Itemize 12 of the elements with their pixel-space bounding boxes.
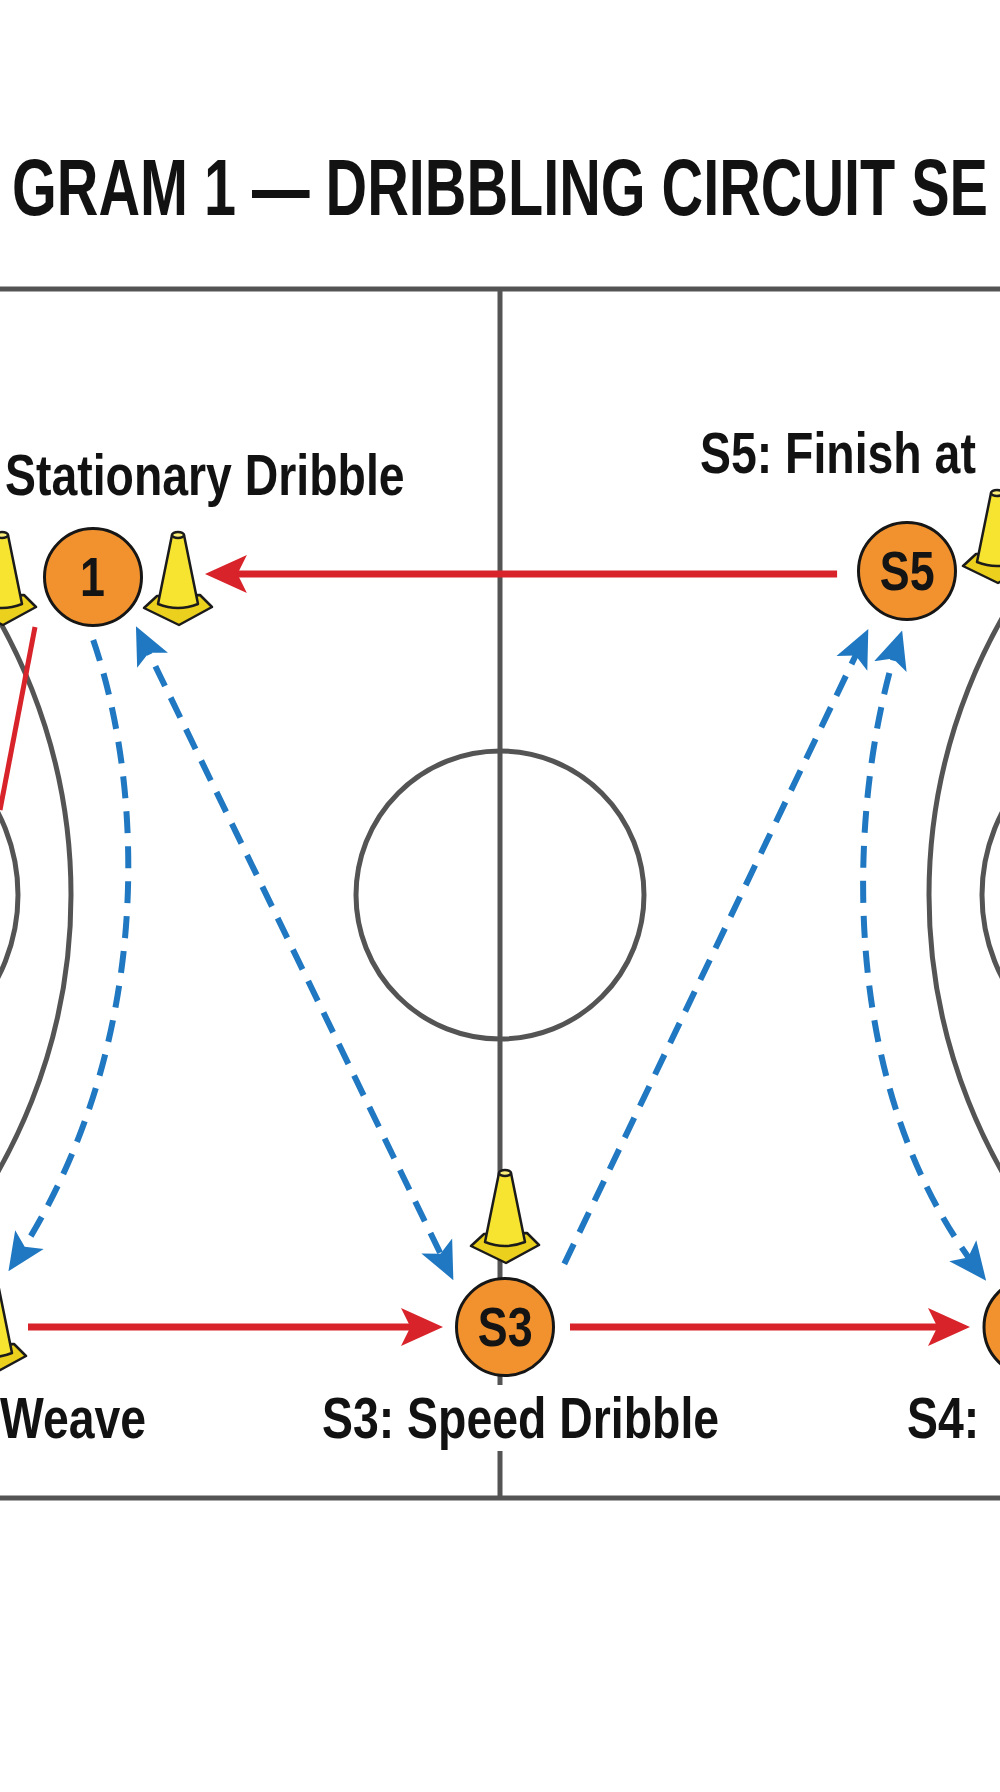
station-number: 1	[80, 549, 106, 605]
station-label: S3: Speed Dribble	[322, 1385, 720, 1451]
station-number: S3	[477, 1299, 533, 1355]
line	[0, 626, 38, 811]
dashed-arrow	[561, 629, 869, 1266]
dashed-arrow	[135, 626, 454, 1281]
dashed-arrow	[860, 630, 986, 1282]
diagram-title: GRAM 1 — DRIBBLING CIRCUIT SE	[12, 148, 988, 228]
dashed-arrow	[8, 639, 132, 1272]
station-number: S5	[879, 543, 935, 599]
arrow	[204, 555, 838, 593]
cone-icon	[0, 529, 38, 627]
